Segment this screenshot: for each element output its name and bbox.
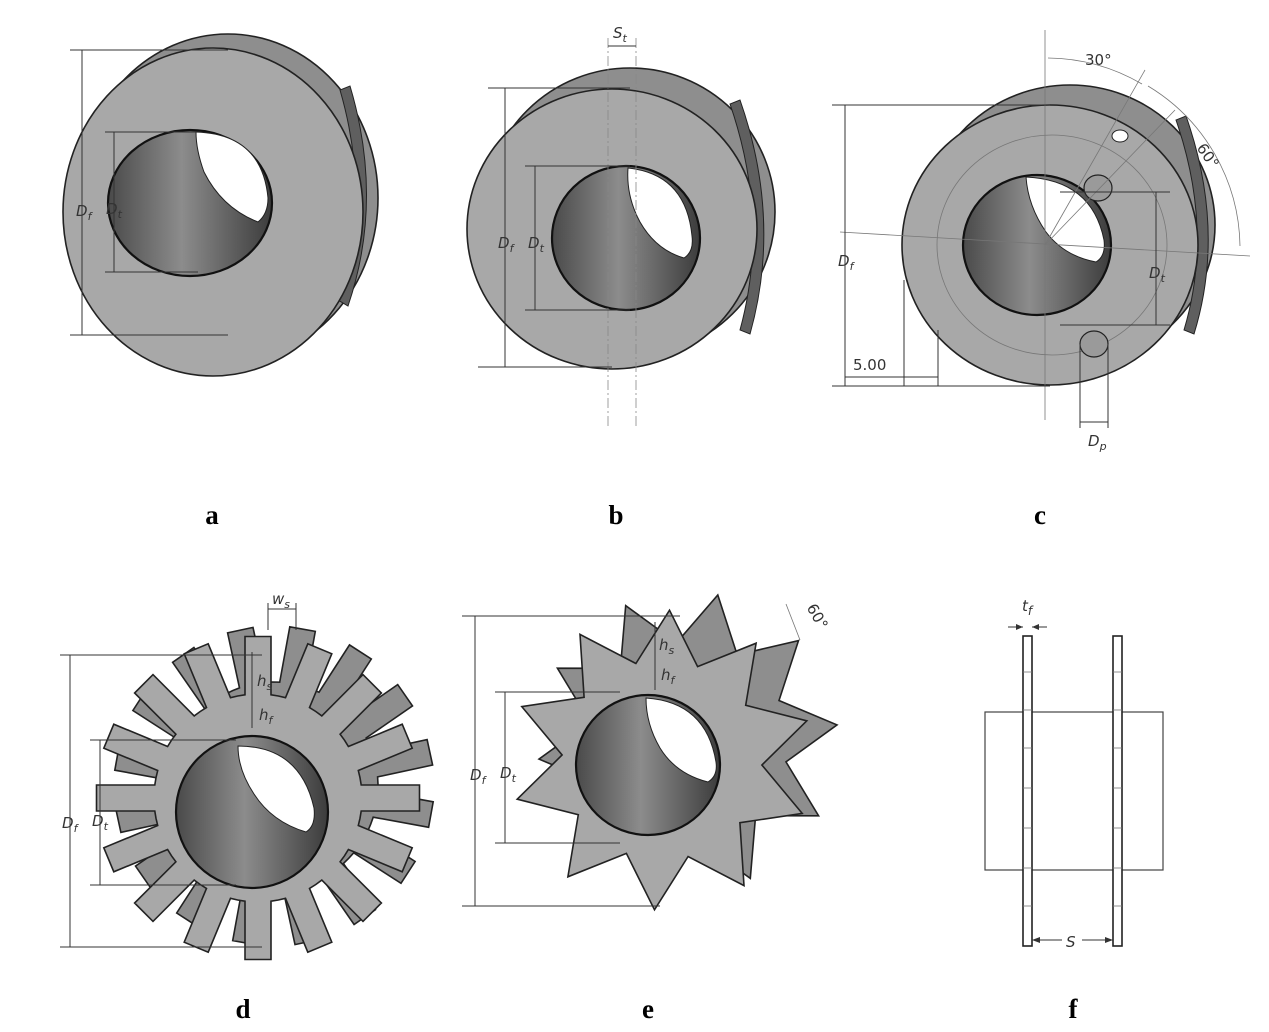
label-tube-diameter-e: Dt: [500, 764, 517, 785]
disc-a: [62, 33, 379, 377]
disc-b: [466, 67, 776, 370]
label-tube-diameter-d: Dt: [92, 812, 109, 833]
label-tube-diameter-b: Dt: [528, 234, 545, 255]
label-outer-diameter-b: Df: [498, 234, 516, 255]
label-angle-30: 30°: [1085, 51, 1112, 69]
caption-a: a: [205, 500, 219, 530]
dimensions-d: ws hs hf Df Dt: [60, 590, 297, 948]
dimensions-f: tf S: [1008, 597, 1113, 951]
star-fin-e: [515, 593, 839, 912]
label-tube-diameter-a: Dt: [106, 200, 123, 221]
caption-b: b: [608, 500, 623, 530]
caption-d: d: [235, 994, 250, 1024]
panel-e: 60° hs hf Df Dt e: [462, 593, 839, 1024]
label-pin-diameter-c: Dp: [1088, 432, 1107, 453]
dimensions-b: St Df Dt: [478, 24, 637, 428]
pin-bottom: [1079, 330, 1109, 358]
label-offset-c: 5.00: [853, 356, 886, 374]
label-outer-diameter-a: Df: [76, 202, 94, 223]
label-outer-diameter-c: Df: [838, 252, 856, 273]
fin-plate-right: [1112, 635, 1123, 947]
caption-c: c: [1034, 500, 1046, 530]
panel-d: ws hs hf Df Dt d: [60, 590, 435, 1024]
fin-plate-left: [1022, 635, 1033, 947]
label-spacing-b: St: [613, 24, 628, 45]
label-fin-height-e: hf: [661, 666, 677, 687]
tube-section-f: [984, 711, 1164, 871]
pin-top: [1083, 174, 1113, 202]
segmented-fin-d: [95, 625, 435, 961]
label-tube-diameter-c: Dt: [1149, 264, 1166, 285]
disc-c: [901, 84, 1216, 386]
label-angle-e: 60°: [803, 601, 832, 633]
label-fin-spacing-f: S: [1066, 933, 1076, 951]
label-outer-diameter-d: Df: [62, 814, 80, 835]
caption-f: f: [1069, 994, 1079, 1024]
label-tooth-width-d: ws: [272, 590, 290, 611]
panel-b: St Df Dt b: [466, 24, 776, 530]
label-tooth-height-d: hs: [257, 672, 273, 693]
panel-f: tf S f: [984, 597, 1164, 1024]
panel-a: Df Dt a: [62, 33, 379, 530]
dimensions-a: Df Dt: [70, 49, 228, 336]
label-outer-diameter-e: Df: [470, 766, 488, 787]
label-fin-height-d: hf: [259, 706, 275, 727]
label-star-height-e: hs: [659, 636, 675, 657]
panel-c: 30° 60° Df Dt 5.00 Dp c: [832, 30, 1251, 530]
caption-e: e: [642, 994, 654, 1024]
label-fin-thickness-f: tf: [1022, 597, 1034, 618]
